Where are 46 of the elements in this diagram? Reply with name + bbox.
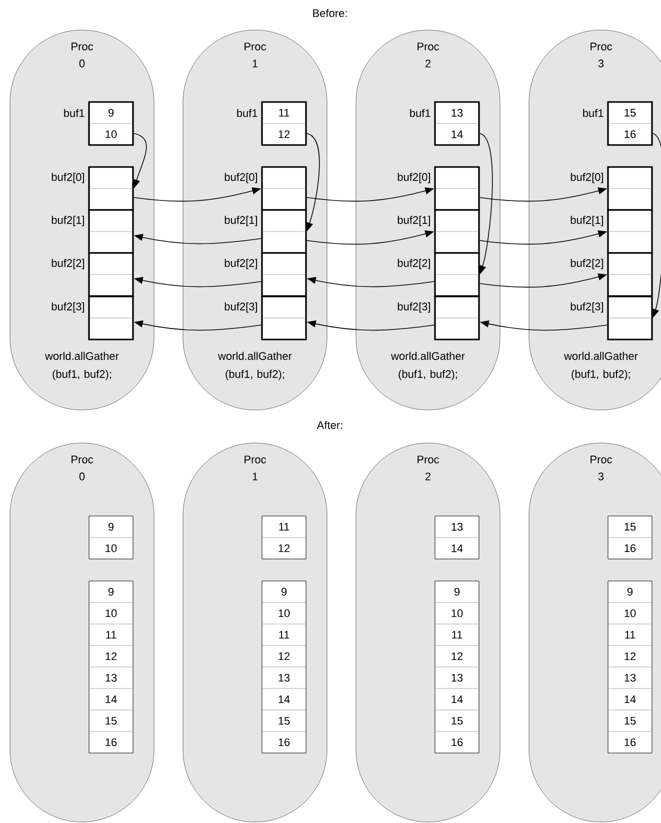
buffer-label: buf2[2] [570,258,603,270]
process-heading: Proc 2 [418,456,439,480]
code-text: world.allGather (buf1, buf2); [45,352,119,380]
section-title: After: [316,420,342,430]
buffer-label: buf1 [583,108,604,118]
buffer-label: buf2[3] [52,302,84,313]
process-heading: Proc 2 [418,42,439,68]
buffer-label: buf2[3] [398,302,430,313]
buffer-box: 9 10 11 12 13 14 15 16 [262,580,306,754]
buffer-label: buf2[3] [224,302,257,313]
code-text: world.allGather (buf1, buf2); [391,352,465,380]
buffer-label: buf2[3] [570,302,603,313]
buffer-label: buf1 [410,108,430,118]
process-heading: Proc 0 [72,456,94,480]
process-heading: Proc 0 [72,42,94,68]
buffer-box: 11 12 [262,516,306,560]
buffer-label: buf2[1] [398,216,430,226]
section-title: Before: [313,8,347,18]
buffer-label: buf2[2] [224,258,257,270]
buffer-label: buf1 [64,108,84,118]
buffer-box: 9 10 [88,516,134,560]
process-heading: Proc 1 [244,456,266,480]
buffer-box: 9 10 [88,101,134,146]
buffer-label: buf2[0] [398,172,430,184]
buffer-label: buf1 [237,108,258,118]
process-heading: Proc 1 [244,42,266,68]
buffer-label: buf2[1] [52,216,84,226]
buffer-box: 9 10 11 12 13 14 15 16 [88,580,134,754]
buffer-label: buf2[1] [224,216,257,226]
process-heading: Proc 3 [590,456,612,480]
buffer-box: 11 12 [261,101,307,146]
process-heading: Proc 3 [590,42,612,68]
buffer-label: buf2[2] [398,258,430,270]
buffer-label: buf2[2] [52,258,84,270]
code-text: world.allGather (buf1, buf2); [564,352,638,380]
code-text: world.allGather (buf1, buf2); [218,352,292,380]
buffer-label: buf2[0] [570,172,603,184]
buffer-box: 15 16 [607,101,653,146]
buffer-box: 13 14 [434,101,480,146]
buffer-box: 13 14 [434,516,480,560]
buffer-label: buf2[0] [52,172,84,184]
buffer-label: buf2[0] [224,172,257,184]
buffer-label: buf2[1] [570,216,603,226]
buffer-box: 15 16 [608,516,652,560]
buffer-box: 9 10 11 12 13 14 15 16 [434,580,480,754]
buffer-box: 9 10 11 12 13 14 15 16 [608,580,652,754]
